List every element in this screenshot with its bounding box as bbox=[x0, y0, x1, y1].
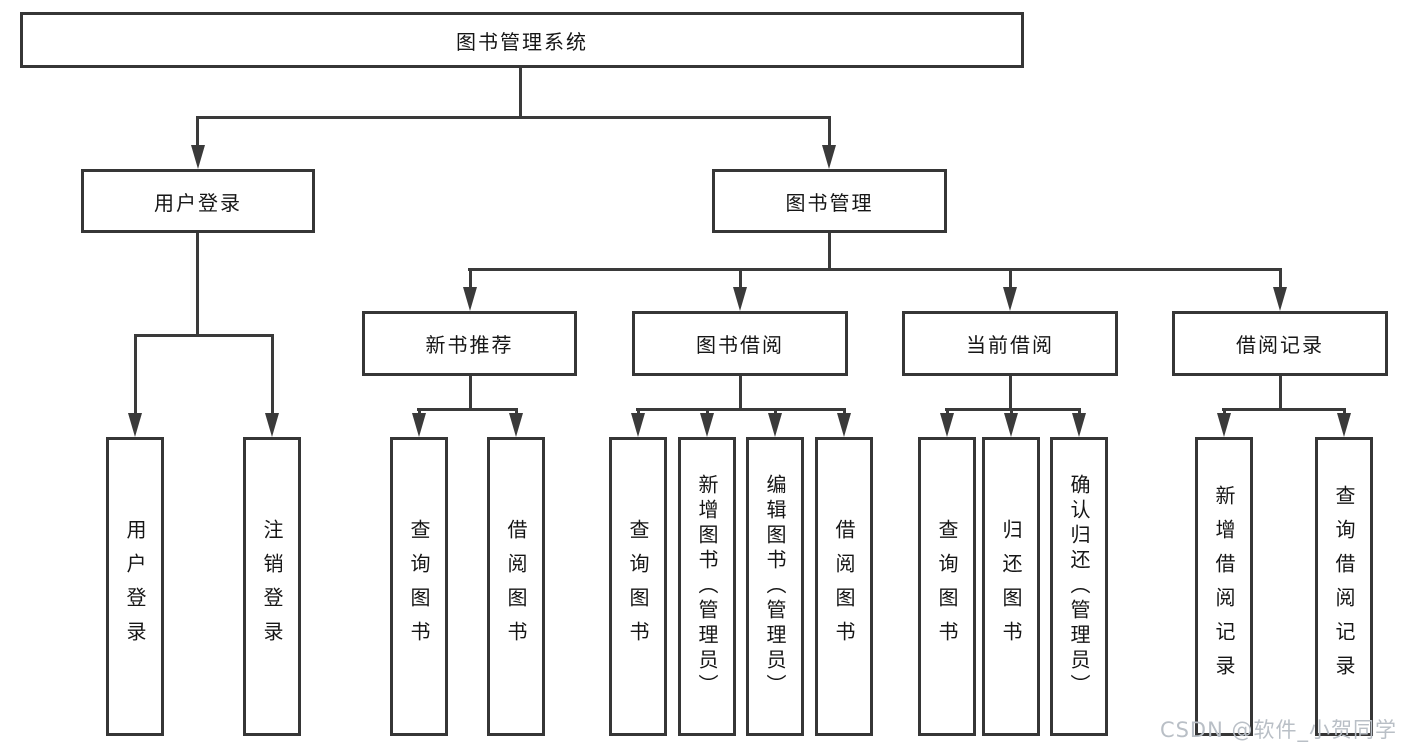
leaf-logout-label: 注销登录 bbox=[260, 518, 284, 655]
connector-arrow bbox=[768, 413, 782, 437]
connector-line bbox=[706, 408, 709, 416]
connector-arrow bbox=[1337, 413, 1351, 437]
connector-line bbox=[1279, 376, 1282, 410]
connector-line bbox=[418, 408, 421, 416]
connector-line bbox=[1223, 408, 1226, 416]
connector-line bbox=[469, 268, 472, 290]
connector-arrow bbox=[631, 413, 645, 437]
connector-line bbox=[196, 116, 199, 150]
connector-arrow bbox=[509, 413, 523, 437]
leaf-recommend-query-books-label: 查询图书 bbox=[407, 518, 431, 655]
connector-arrow bbox=[1217, 413, 1231, 437]
connector-line bbox=[1222, 408, 1346, 411]
leaf-records-add: 新增借阅记录 bbox=[1195, 437, 1253, 736]
node-current-borrowing: 当前借阅 bbox=[902, 311, 1118, 376]
node-new-book-recommend-label: 新书推荐 bbox=[425, 333, 514, 357]
leaf-user-login-label: 用户登录 bbox=[123, 518, 147, 655]
connector-arrow bbox=[837, 413, 851, 437]
connector-arrow bbox=[463, 287, 477, 311]
leaf-current-return-books-label: 归还图书 bbox=[999, 518, 1023, 655]
connector-line bbox=[196, 233, 199, 337]
connector-line bbox=[134, 334, 274, 337]
node-book-borrowing: 图书借阅 bbox=[632, 311, 848, 376]
connector-line bbox=[828, 233, 831, 270]
leaf-user-login: 用户登录 bbox=[106, 437, 164, 736]
connector-line bbox=[468, 268, 1281, 271]
connector-arrow bbox=[1003, 287, 1017, 311]
connector-arrow bbox=[940, 413, 954, 437]
node-book-management-label: 图书管理 bbox=[785, 190, 874, 215]
connector-line bbox=[469, 376, 472, 410]
node-book-management: 图书管理 bbox=[712, 169, 947, 233]
leaf-current-query-books-label: 查询图书 bbox=[935, 518, 959, 655]
node-new-book-recommend: 新书推荐 bbox=[362, 311, 577, 376]
connector-line bbox=[945, 408, 1081, 411]
connector-line bbox=[774, 408, 777, 416]
connector-arrow bbox=[412, 413, 426, 437]
connector-line bbox=[828, 116, 831, 150]
connector-arrow bbox=[265, 413, 279, 437]
node-root-label: 图书管理系统 bbox=[456, 29, 588, 54]
node-borrowing-records-label: 借阅记录 bbox=[1236, 333, 1324, 357]
connector-line bbox=[515, 408, 518, 416]
leaf-recommend-borrow-books-label: 借阅图书 bbox=[504, 518, 528, 655]
leaf-current-query-books: 查询图书 bbox=[918, 437, 976, 736]
connector-arrow bbox=[733, 287, 747, 311]
connector-line bbox=[843, 408, 846, 416]
connector-line bbox=[1279, 268, 1282, 290]
leaf-records-add-label: 新增借阅记录 bbox=[1212, 484, 1236, 689]
connector-line bbox=[636, 408, 846, 411]
node-current-borrowing-label: 当前借阅 bbox=[966, 333, 1054, 357]
node-root: 图书管理系统 bbox=[20, 12, 1024, 68]
leaf-current-return-books: 归还图书 bbox=[982, 437, 1040, 736]
leaf-borrowing-borrow-books: 借阅图书 bbox=[815, 437, 873, 736]
node-user-login-branch: 用户登录 bbox=[81, 169, 315, 233]
leaf-borrowing-borrow-books-label: 借阅图书 bbox=[832, 518, 856, 655]
connector-line bbox=[637, 408, 640, 416]
node-user-login-branch-label: 用户登录 bbox=[154, 190, 242, 215]
leaf-records-query-label: 查询借阅记录 bbox=[1332, 484, 1356, 689]
leaf-records-query: 查询借阅记录 bbox=[1315, 437, 1373, 736]
leaf-borrowing-add-books-admin-label: 新增图书（管理员） bbox=[695, 474, 719, 699]
leaf-recommend-query-books: 查询图书 bbox=[390, 437, 448, 736]
leaf-logout: 注销登录 bbox=[243, 437, 301, 736]
connector-arrow bbox=[822, 145, 836, 169]
connector-line bbox=[1009, 268, 1012, 290]
leaf-recommend-borrow-books: 借阅图书 bbox=[487, 437, 545, 736]
connector-arrow bbox=[1273, 287, 1287, 311]
leaf-borrowing-edit-books-admin-label: 编辑图书（管理员） bbox=[763, 474, 787, 699]
connector-line bbox=[1009, 376, 1012, 410]
connector-line bbox=[134, 334, 137, 414]
connector-line bbox=[739, 376, 742, 410]
connector-line bbox=[739, 268, 742, 290]
connector-line bbox=[946, 408, 949, 416]
connector-line bbox=[196, 116, 831, 119]
connector-line bbox=[1078, 408, 1081, 416]
connector-line bbox=[417, 408, 518, 411]
leaf-borrowing-query-books-label: 查询图书 bbox=[626, 518, 650, 655]
connector-line bbox=[271, 334, 274, 414]
connector-arrow bbox=[128, 413, 142, 437]
node-book-borrowing-label: 图书借阅 bbox=[696, 333, 784, 357]
connector-line bbox=[1343, 408, 1346, 416]
connector-arrow bbox=[191, 145, 205, 169]
leaf-borrowing-edit-books-admin: 编辑图书（管理员） bbox=[746, 437, 804, 736]
leaf-current-confirm-return-admin-label: 确认归还（管理员） bbox=[1067, 474, 1091, 699]
node-borrowing-records: 借阅记录 bbox=[1172, 311, 1388, 376]
connector-arrow bbox=[700, 413, 714, 437]
connector-line bbox=[519, 68, 522, 116]
leaf-current-confirm-return-admin: 确认归还（管理员） bbox=[1050, 437, 1108, 736]
csdn-watermark: CSDN @软件_小贺同学 bbox=[1159, 718, 1397, 742]
connector-line bbox=[1010, 408, 1013, 416]
leaf-borrowing-add-books-admin: 新增图书（管理员） bbox=[678, 437, 736, 736]
connector-arrow bbox=[1004, 413, 1018, 437]
leaf-borrowing-query-books: 查询图书 bbox=[609, 437, 667, 736]
connector-arrow bbox=[1072, 413, 1086, 437]
